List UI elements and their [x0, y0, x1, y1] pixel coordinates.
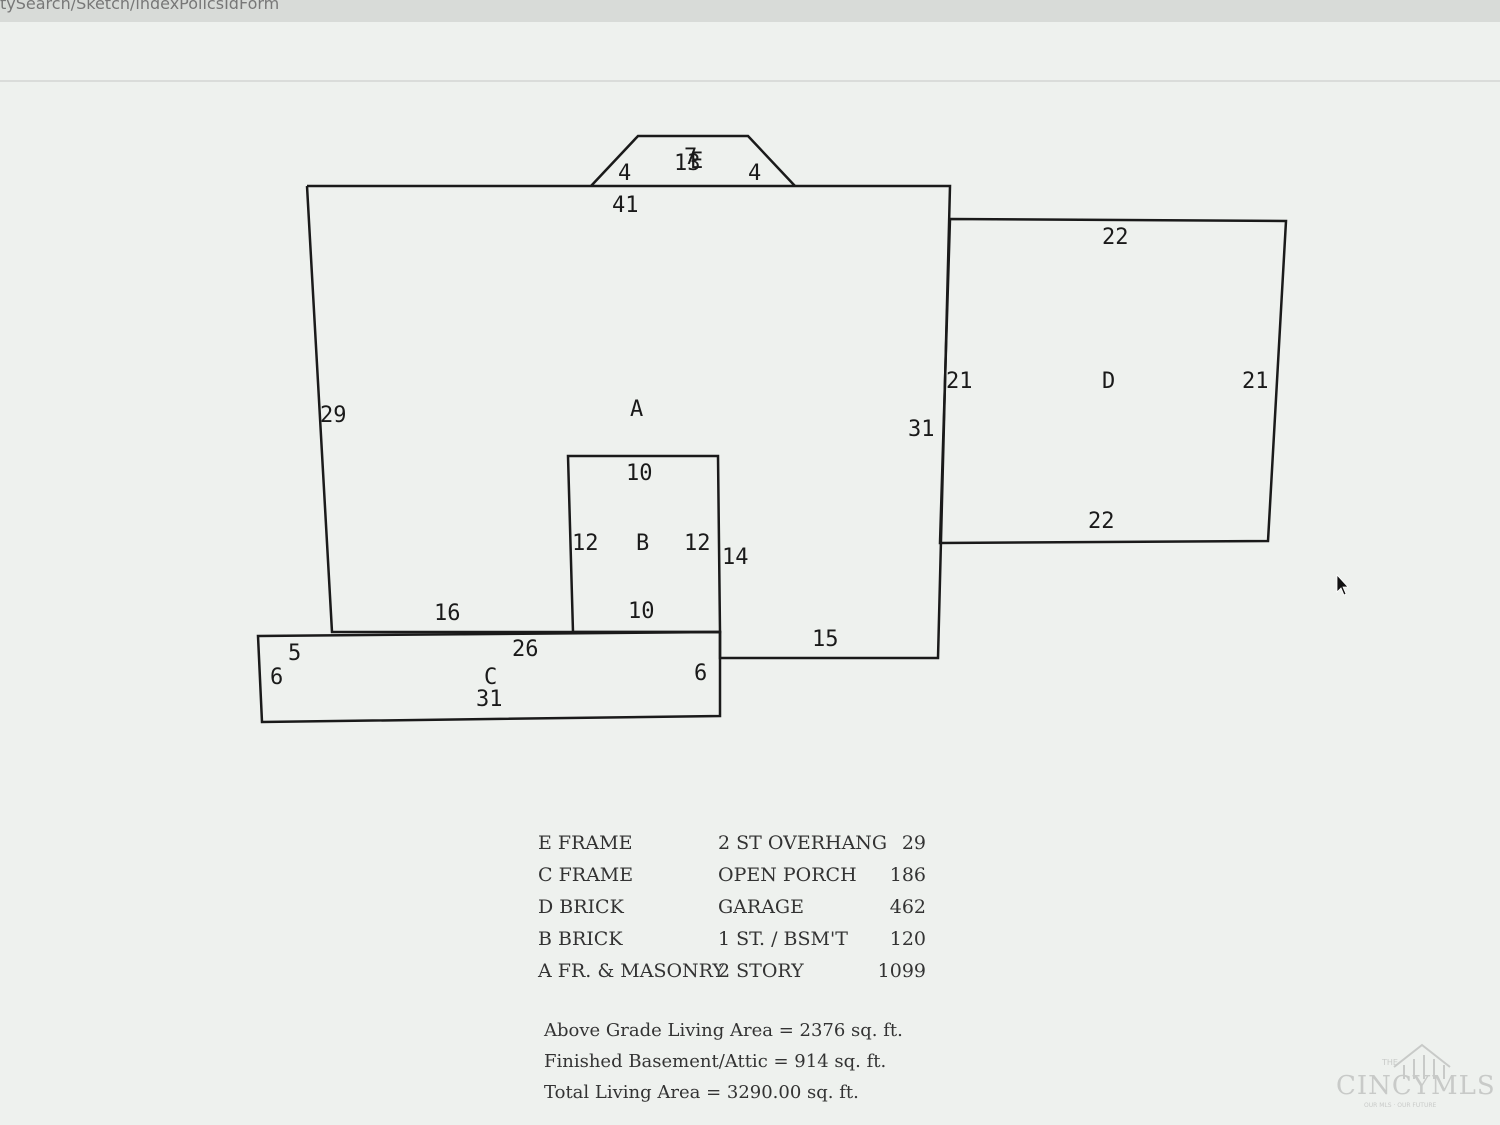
area-e-dim-left: 4 [618, 161, 631, 186]
above-grade-area: Above Grade Living Area = 2376 sq. ft. [544, 1020, 903, 1041]
legend-row: D BRICK GARAGE 462 [538, 896, 958, 928]
legend-description: OPEN PORCH [718, 864, 857, 886]
area-b-dim-top: 10 [626, 461, 653, 486]
area-e-dim-width: 13 [674, 151, 701, 176]
legend-code: B BRICK [538, 928, 623, 950]
legend-description: 2 STORY [718, 960, 804, 982]
area-c-dim-bottom: 31 [476, 687, 503, 712]
house-logo-icon: THE OUR MLS · OUR FUTURE [1364, 1043, 1451, 1109]
area-c-dim-right: 6 [694, 661, 707, 686]
legend-row: E FRAME 2 ST OVERHANG 29 [538, 832, 958, 864]
finished-basement-area: Finished Basement/Attic = 914 sq. ft. [544, 1051, 887, 1072]
area-d-outline [938, 217, 1288, 545]
floor-plan-sketch: 41 29 A 31 16 15 14 4 4 13 7 E 22 21 D 2… [256, 134, 1349, 724]
legend-description: 1 ST. / BSM'T [718, 928, 848, 950]
area-a-dim-right: 31 [908, 417, 935, 442]
legend-description: 2 ST OVERHANG [718, 832, 888, 854]
area-c-outline [256, 630, 722, 724]
legend-area: 120 [889, 928, 926, 950]
area-b-dim-bottom: 10 [628, 599, 655, 624]
area-legend-table: E FRAME 2 ST OVERHANG 29 C FRAME OPEN PO… [538, 832, 958, 992]
legend-area: 1099 [877, 960, 926, 982]
area-d-dim-bottom: 22 [1088, 509, 1115, 534]
area-a-label: A [630, 397, 643, 422]
url-text: tySearch/Sketch/indexPolicsIdForm [0, 0, 280, 13]
area-b-dim-left: 12 [572, 531, 599, 556]
legend-code: A FR. & MASONRY [538, 960, 725, 982]
watermark-tagline: OUR MLS · OUR FUTURE [1364, 1102, 1436, 1109]
area-b-label: B [636, 531, 649, 556]
area-e-dim-depth: 7 [684, 145, 697, 170]
legend-description: GARAGE [718, 896, 804, 918]
area-a-outline [305, 184, 952, 660]
total-living-area: Total Living Area = 3290.00 sq. ft. [544, 1082, 859, 1103]
watermark-small-text: THE [1381, 1058, 1398, 1067]
legend-area: 186 [889, 864, 926, 886]
living-area-summary: Above Grade Living Area = 2376 sq. ft. F… [544, 1020, 903, 1113]
area-e-label: E [690, 149, 703, 174]
area-a-dim-inner: 14 [722, 545, 749, 570]
legend-row: B BRICK 1 ST. / BSM'T 120 [538, 928, 958, 960]
legend-area: 29 [901, 832, 926, 854]
area-b-dim-right: 12 [684, 531, 711, 556]
legend-row: A FR. & MASONRY 2 STORY 1099 [538, 960, 958, 992]
screen-divider [0, 80, 1500, 82]
area-d-label: D [1102, 369, 1115, 394]
area-a-dim-bottom-right: 15 [812, 627, 839, 652]
area-c-dim-left-top: 5 [288, 641, 301, 666]
area-d-dim-left: 21 [946, 369, 973, 394]
legend-row: C FRAME OPEN PORCH 186 [538, 864, 958, 896]
area-e-dim-right: 4 [748, 161, 761, 186]
area-d-dim-top: 22 [1102, 225, 1129, 250]
legend-code: D BRICK [538, 896, 624, 918]
mouse-cursor-icon [1336, 573, 1349, 596]
cincymls-watermark: THE OUR MLS · OUR FUTURE CINCYMLS [1336, 1039, 1495, 1109]
area-a-dim-bottom-left: 16 [434, 601, 461, 626]
legend-code: C FRAME [538, 864, 634, 886]
area-c-dim-left: 6 [270, 665, 283, 690]
area-a-dim-left: 29 [320, 403, 347, 428]
watermark-brand: CINCYMLS [1336, 1071, 1496, 1101]
area-d-dim-right: 21 [1242, 369, 1269, 394]
legend-area: 462 [889, 896, 926, 918]
area-c-label: C [484, 665, 497, 690]
area-c-dim-top: 26 [512, 637, 539, 662]
area-a-dim-top: 41 [612, 193, 639, 218]
browser-address-bar[interactable]: tySearch/Sketch/indexPolicsIdForm [0, 0, 1500, 22]
area-e-outline [590, 134, 796, 187]
legend-code: E FRAME [538, 832, 633, 854]
